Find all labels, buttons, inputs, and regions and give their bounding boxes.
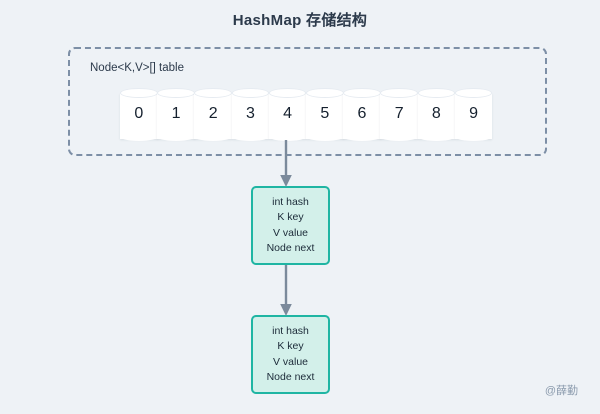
- node-field-key: K key: [277, 211, 304, 223]
- bucket-cell-2[interactable]: 2: [194, 88, 233, 141]
- bucket-bottom-ellipse: [305, 132, 344, 141]
- bucket-body: [194, 93, 233, 139]
- bucket-cell-7[interactable]: 7: [380, 88, 418, 141]
- bucket-body: [268, 93, 307, 139]
- watermark: @薛勤: [544, 385, 578, 397]
- bucket-bottom-ellipse: [231, 132, 270, 141]
- bucket-top-ellipse: [454, 88, 493, 98]
- bucket-index-label: 3: [245, 105, 255, 122]
- bucket-cell-6[interactable]: 6: [343, 88, 381, 141]
- bucket-body: [120, 93, 158, 139]
- node-box-1[interactable]: int hash K key V value Node next: [251, 186, 330, 265]
- node-field-value: V value: [272, 355, 309, 368]
- bucket-body: [231, 93, 270, 139]
- bucket-index-label: 0: [134, 105, 144, 122]
- bucket-index-label: 1: [171, 105, 181, 122]
- bucket-cell-9[interactable]: 9: [454, 88, 493, 141]
- node-field-key: K key: [277, 340, 304, 352]
- page-title: HashMap 存储结构: [232, 12, 368, 29]
- node-field-hash: int hash: [272, 195, 309, 208]
- bucket-cell-8[interactable]: 8: [417, 88, 456, 141]
- bucket-bottom-ellipse: [454, 132, 493, 141]
- bucket-bottom-ellipse: [417, 132, 456, 141]
- bucket-bottom-ellipse: [120, 132, 158, 141]
- bucket-body: [305, 93, 344, 139]
- arrow-node1-to-node2-icon: [280, 265, 292, 316]
- bucket-cell-1[interactable]: 1: [157, 88, 195, 141]
- bucket-index-label: 7: [394, 105, 404, 122]
- bucket-index-label: 5: [320, 105, 330, 122]
- bucket-index-label: 6: [357, 105, 367, 122]
- bucket-body: [454, 93, 493, 139]
- arrow-bucket-to-node1-icon: [280, 140, 292, 187]
- bucket-cell-5[interactable]: 5: [305, 88, 344, 141]
- bucket-bottom-ellipse: [194, 132, 233, 141]
- bucket-body: [380, 93, 418, 139]
- node-field-value: V value: [272, 226, 309, 239]
- bucket-index-label: 8: [431, 105, 441, 122]
- bucket-cell-4[interactable]: 4: [268, 88, 307, 141]
- bucket-index-label: 9: [469, 105, 478, 122]
- node-field-next: Node next: [266, 242, 315, 254]
- bucket-index-label: 2: [208, 105, 218, 122]
- bucket-cell-3[interactable]: 3: [231, 88, 270, 141]
- node-box-2[interactable]: int hash K key V value Node next: [251, 315, 330, 394]
- bucket-body: [417, 93, 456, 139]
- bucket-body: [343, 93, 381, 139]
- table-label: Node<K,V>[] table: [90, 62, 184, 74]
- hash-table-container: Node<K,V>[] table: [68, 47, 547, 156]
- bucket-index-label: 4: [283, 105, 293, 122]
- bucket-array: 0 1 2 3 4: [120, 88, 493, 141]
- bucket-bottom-ellipse: [343, 132, 381, 141]
- bucket-bottom-ellipse: [268, 132, 307, 141]
- bucket-bottom-ellipse: [157, 132, 195, 141]
- bucket-cell-0[interactable]: 0: [120, 88, 158, 141]
- bucket-body: [157, 93, 195, 139]
- bucket-bottom-ellipse: [380, 132, 418, 141]
- node-field-next: Node next: [266, 371, 315, 383]
- node-field-hash: int hash: [272, 324, 309, 337]
